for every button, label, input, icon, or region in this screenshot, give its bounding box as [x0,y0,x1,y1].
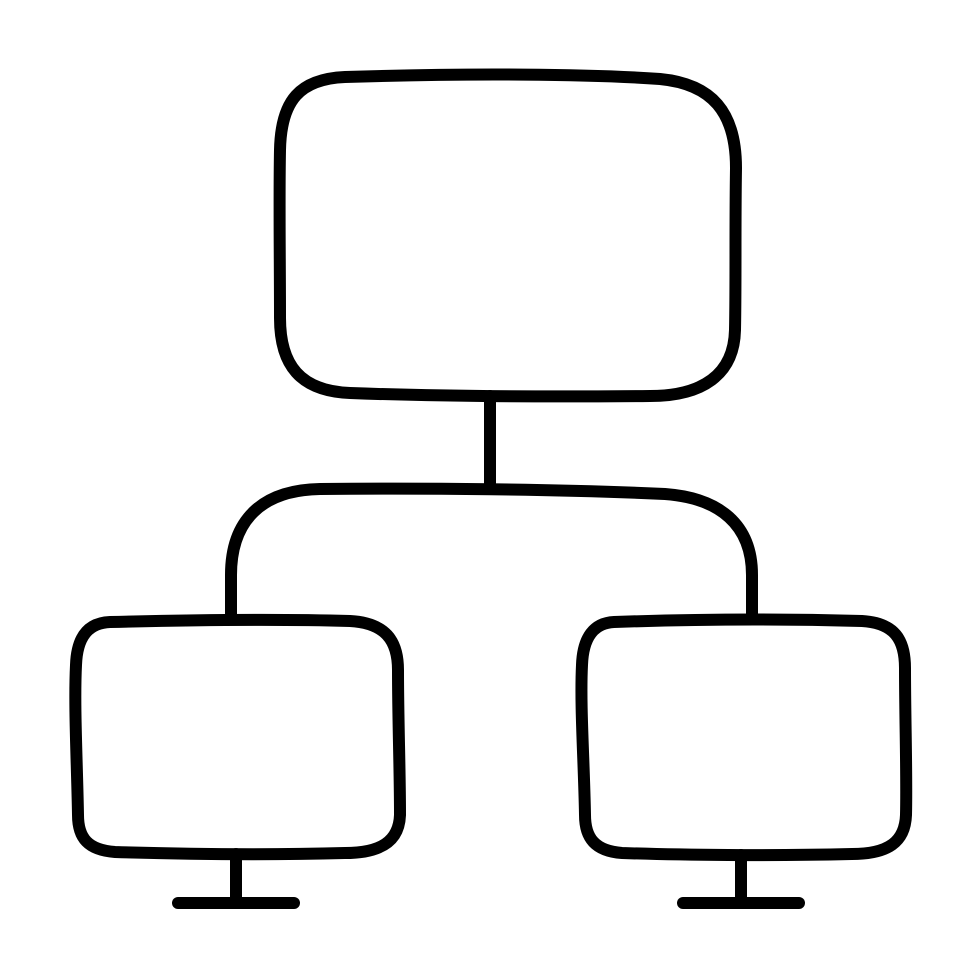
parent-node-box [273,68,742,403]
left-monitor-screen [69,613,406,861]
right-monitor-screen [575,613,913,862]
branch-connector-line [225,482,758,624]
